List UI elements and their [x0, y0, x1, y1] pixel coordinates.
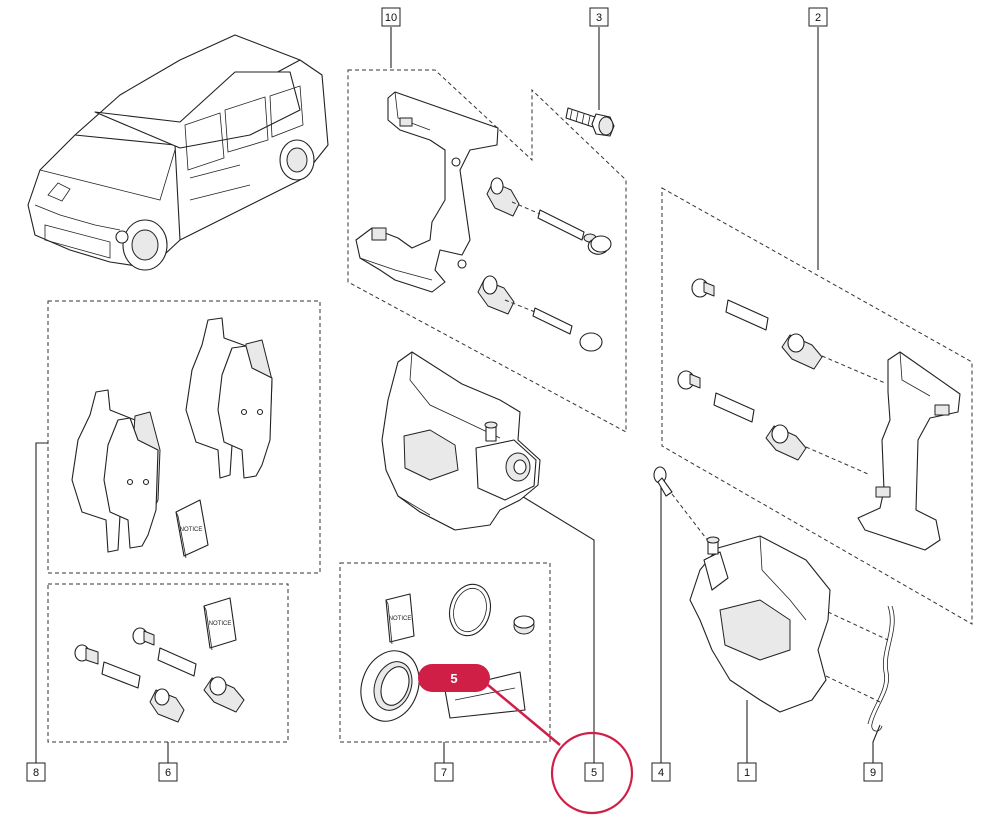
callout-7[interactable]: 7	[434, 762, 454, 782]
bleed-screw	[653, 466, 713, 547]
svg-text:7: 7	[441, 767, 447, 779]
highlight-pointer-line	[487, 684, 561, 746]
caliper-body	[381, 351, 541, 531]
guide-pins-group-10	[477, 177, 612, 352]
group-2-outline	[661, 187, 973, 625]
brake-pads-group-8: NOTICE	[71, 317, 273, 559]
highlight-badge-label: 5	[450, 671, 457, 686]
leader-lines	[35, 27, 881, 763]
svg-text:6: 6	[165, 767, 171, 779]
callout-2[interactable]: 2	[808, 7, 828, 27]
caliper-bolt	[565, 107, 615, 137]
callout-6[interactable]: 6	[158, 762, 178, 782]
caliper-assembly	[689, 535, 889, 713]
notice-booklet-pins: NOTICE	[203, 597, 237, 651]
svg-text:8: 8	[33, 767, 39, 779]
notice-booklet-pads: NOTICE	[175, 499, 209, 559]
seal-kit-group-7: NOTICE	[360, 583, 535, 722]
carrier-bracket-group-10	[355, 91, 499, 293]
svg-text:1: 1	[744, 767, 750, 779]
callout-10[interactable]: 10	[381, 7, 401, 27]
svg-text:3: 3	[596, 12, 602, 24]
kit-group-outlines	[47, 69, 973, 743]
group-10-outline	[347, 69, 627, 433]
wear-sensor-wire	[867, 605, 895, 732]
callout-5[interactable]: 5	[584, 762, 604, 782]
highlight-badge[interactable]: 5	[418, 664, 490, 692]
group-8-outline	[47, 300, 321, 574]
carrier-kit-group-2	[677, 278, 961, 551]
svg-text:10: 10	[385, 12, 397, 24]
svg-text:2: 2	[815, 12, 821, 24]
svg-text:5: 5	[591, 767, 597, 779]
vehicle-illustration	[27, 34, 329, 271]
svg-text:4: 4	[658, 767, 664, 779]
highlight-overlay: 5	[418, 664, 634, 815]
notice-booklet-seals: NOTICE	[385, 593, 415, 645]
guide-pin-kit-group-6: NOTICE	[74, 597, 245, 723]
group-7-outline	[339, 562, 551, 743]
callout-1[interactable]: 1	[737, 762, 757, 782]
callout-9[interactable]: 9	[863, 762, 883, 782]
notice-label: NOTICE	[180, 527, 203, 533]
callout-3[interactable]: 3	[589, 7, 609, 27]
notice-label: NOTICE	[209, 621, 232, 627]
svg-text:9: 9	[870, 767, 876, 779]
callout-8[interactable]: 8	[26, 762, 46, 782]
highlight-circle	[550, 731, 634, 815]
notice-label: NOTICE	[389, 616, 412, 622]
callout-4[interactable]: 4	[651, 762, 671, 782]
